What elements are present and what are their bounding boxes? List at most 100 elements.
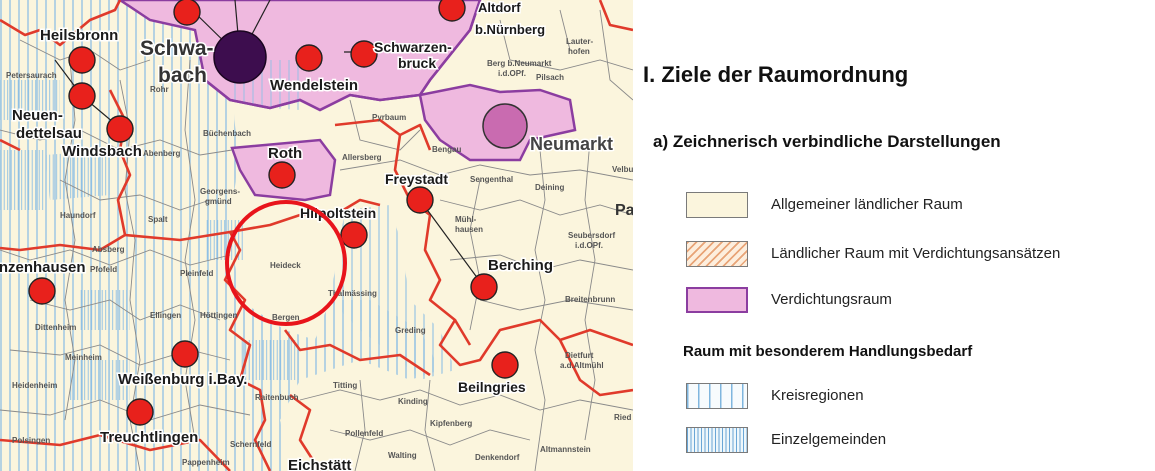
label-seubersdorf-1: Seubersdorf <box>568 231 615 240</box>
einzelgemeinde-area <box>70 360 130 400</box>
label-heilsbronn: Heilsbronn <box>40 27 118 44</box>
einzelgemeinde-area <box>0 150 45 210</box>
dense-area-swatch <box>686 287 748 313</box>
label-weissenburg: Weißenburg i.Bay. <box>118 371 247 388</box>
label-pollenfeld: Pollenfeld <box>345 429 383 438</box>
label-roth: Roth <box>268 145 302 162</box>
legend-title: I. Ziele der Raumordnung <box>643 62 909 87</box>
label-dittenheim: Dittenheim <box>35 323 76 332</box>
map-legend: I. Ziele der Raumordnung a) Zeichnerisch… <box>633 0 1155 471</box>
label-kinding: Kinding <box>398 397 428 406</box>
legend-label: Allgemeiner ländlicher Raum <box>771 196 963 213</box>
legend-heading-handlungsbedarf: Raum mit besonderem Handlungsbedarf <box>683 343 973 360</box>
label-denkendorf: Denkendorf <box>475 453 520 462</box>
label-absberg: Absberg <box>92 245 125 254</box>
label-schwarzenbruck-1: Schwarzen- <box>374 39 452 55</box>
label-rohr: Rohr <box>150 85 169 94</box>
label-spalt: Spalt <box>148 215 168 224</box>
label-muehlhausen-1: Mühl- <box>455 215 477 224</box>
label-heidenheim: Heidenheim <box>12 381 57 390</box>
label-neuendettelsau-2: dettelsau <box>16 125 82 142</box>
label-abenberg: Abenberg <box>143 149 180 158</box>
label-neumarkt: Neumarkt <box>530 134 613 154</box>
label-wendelstein: Wendelstein <box>270 77 358 94</box>
einzelgemeinde-area <box>80 290 130 330</box>
label-beilngries: Beilngries <box>458 379 526 395</box>
legend-label: Einzelgemeinden <box>771 431 887 448</box>
einzelgemeinde-area <box>0 80 60 120</box>
label-pyrbaum: Pyrbaum <box>372 113 406 122</box>
vertical-stripes-wide-swatch <box>686 383 748 409</box>
label-deining: Deining <box>535 183 564 192</box>
hatched-rural-swatch <box>686 241 748 267</box>
label-breitenbrunn: Breitenbrunn <box>565 295 615 304</box>
label-schwabach-2: bach <box>158 64 207 87</box>
label-walting: Walting <box>388 451 417 460</box>
city-neumarkt <box>482 103 528 149</box>
label-schernfeld: Schernfeld <box>230 440 271 449</box>
legend-label: Ländlicher Raum mit Verdichtungsansätzen <box>771 245 1061 262</box>
label-windsbach: Windsbach <box>62 143 142 160</box>
label-meinheim: Meinheim <box>65 353 102 362</box>
label-bergen: Bergen <box>272 313 300 322</box>
legend-item-rural: Allgemeiner ländlicher Raum <box>686 192 1155 222</box>
label-treuchtlingen: Treuchtlingen <box>100 429 198 446</box>
label-dietfurt-1: Dietfurt <box>565 351 594 360</box>
label-raitenbuch: Raitenbuch <box>255 393 299 402</box>
kreisregion-east-area <box>330 205 455 380</box>
legend-label: Verdichtungsraum <box>771 291 892 308</box>
label-buechenbach: Büchenbach <box>203 129 251 138</box>
label-berg-2: i.d.OPf. <box>498 69 526 78</box>
legend-item-kreisregionen: Kreisregionen <box>686 383 1155 413</box>
label-pfofeld: Pfofeld <box>90 265 117 274</box>
einzelgemeinde-area <box>45 150 110 200</box>
einzelgemeinde-area <box>240 340 300 380</box>
label-nuernberg: b.Nürnberg <box>475 22 545 37</box>
label-pa: Pa <box>615 202 633 219</box>
label-schwarzenbruck-2: bruck <box>398 55 436 71</box>
label-georgensgmuend-1: Georgens- <box>200 187 240 196</box>
label-greding: Greding <box>395 326 426 335</box>
label-hoettingen: Höttingen <box>200 311 237 320</box>
label-berg-1: Berg b.Neumarkt <box>487 59 552 68</box>
label-sengenthal: Sengenthal <box>470 175 513 184</box>
regional-plan-map: Heilsbronn Schwa- bach Wendelstein Schwa… <box>0 0 633 471</box>
label-pappenheim: Pappenheim <box>182 458 230 467</box>
label-georgensgmuend-2: gmünd <box>205 197 232 206</box>
vertical-stripes-dense-swatch <box>686 427 748 453</box>
town-markers <box>28 0 519 426</box>
label-dietfurt-2: a.d.Altmühl <box>560 361 604 370</box>
label-hilpoltstein: Hilpoltstein <box>300 205 376 221</box>
rural-area-swatch <box>686 192 748 218</box>
legend-item-einzelgemeinden: Einzelgemeinden <box>686 427 1155 457</box>
label-petersaurach: Petersaurach <box>6 71 57 80</box>
highlight-circle <box>225 200 347 326</box>
label-pilsach: Pilsach <box>536 73 564 82</box>
label-schwabach-1: Schwa- <box>140 37 214 60</box>
label-allersberg: Allersberg <box>342 153 382 162</box>
label-titting: Titting <box>333 381 357 390</box>
legend-subtitle: a) Zeichnerisch verbindliche Darstellung… <box>653 132 1001 151</box>
legend-item-hatched-rural: Ländlicher Raum mit Verdichtungsansätzen <box>686 241 1155 271</box>
label-heideck: Heideck <box>270 261 301 270</box>
label-freystadt: Freystadt <box>385 171 448 187</box>
dense-area-outline <box>204 0 482 112</box>
label-eichstaett: Eichstätt <box>288 457 351 471</box>
label-kipfenberg: Kipfenberg <box>430 419 472 428</box>
label-thalmaessing: Thalmässing <box>328 289 377 298</box>
label-lauterhofen-1: Lauter- <box>566 37 593 46</box>
legend-label: Kreisregionen <box>771 387 864 404</box>
label-muehlhausen-2: hausen <box>455 225 483 234</box>
label-haundorf: Haundorf <box>60 211 96 220</box>
label-pleinfeld: Pleinfeld <box>180 269 213 278</box>
label-ried: Ried <box>614 413 631 422</box>
big-city-schwabach <box>213 30 267 84</box>
label-lauterhofen-2: hofen <box>568 47 590 56</box>
label-neuendettelsau-1: Neuen- <box>12 107 63 124</box>
label-velbu: Velbu <box>612 165 633 174</box>
small-place-labels: Pyrbaum Pilsach Lauter- hofen Berg b.Neu… <box>6 37 633 467</box>
label-bengau: Bengau <box>432 145 461 154</box>
label-gunzenhausen: Gunzenhausen <box>0 259 86 276</box>
place-labels: Heilsbronn Schwa- bach Wendelstein Schwa… <box>0 0 615 471</box>
label-ellingen: Ellingen <box>150 311 181 320</box>
